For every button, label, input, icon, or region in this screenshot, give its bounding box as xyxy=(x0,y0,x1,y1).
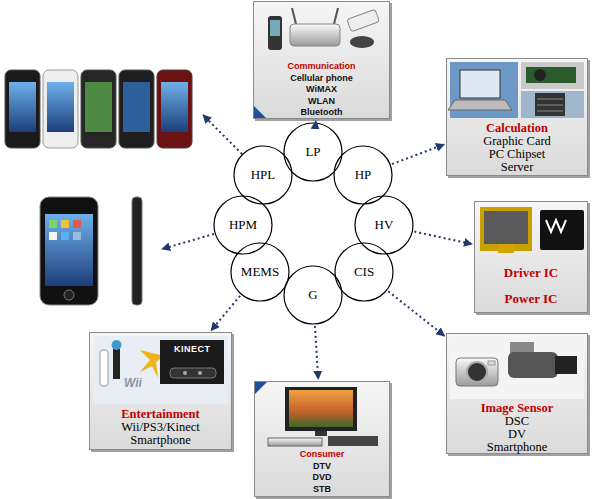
node-heading: Consumer xyxy=(255,449,389,461)
leader-arrow xyxy=(162,234,214,249)
photo-label: KINECT xyxy=(174,344,211,354)
smartphone-row xyxy=(157,70,192,148)
node-text: DTV xyxy=(255,461,389,473)
dotted-arrow xyxy=(388,291,444,336)
dotted-arrow xyxy=(315,326,318,379)
node-heading: Image Sensor xyxy=(447,402,587,415)
node-text: PC Chipset xyxy=(447,148,587,161)
node-text: DSC xyxy=(447,415,587,428)
circle-outline xyxy=(355,196,413,254)
iphone-illustration xyxy=(40,197,98,305)
technology-circle: HV xyxy=(354,195,414,255)
node-heading: Calculation xyxy=(447,122,587,135)
node-heading: HPL xyxy=(251,167,276,183)
smartphone-row xyxy=(5,70,192,148)
technology-circle: G xyxy=(283,265,343,325)
iphone-illustration xyxy=(132,197,142,305)
dotted-arrow xyxy=(315,120,317,122)
circle-outline xyxy=(231,243,289,301)
circle-outline xyxy=(284,123,342,181)
node-heading: Entertainment xyxy=(90,408,231,421)
circle-outline xyxy=(334,146,392,204)
iphone-illustration xyxy=(73,232,81,240)
dotted-arrow xyxy=(211,296,240,331)
circle-outline xyxy=(284,266,342,324)
iphone-illustration xyxy=(73,220,81,228)
node-text: DVD xyxy=(255,472,389,484)
node-text: Smartphone xyxy=(447,441,587,454)
circle-outline xyxy=(234,146,292,204)
smartphone-row xyxy=(5,70,40,148)
application-box: CommunicationCellular phoneWiMAXWLANBlue… xyxy=(253,1,390,119)
smartphone-row xyxy=(81,70,116,148)
circle-outline xyxy=(335,243,393,301)
smartphone-row xyxy=(123,82,150,132)
technology-circle: CIS xyxy=(334,242,394,302)
dotted-arrow xyxy=(392,144,444,164)
node-text: Smartphone xyxy=(90,434,231,447)
application-box: ConsumerDTVDVDSTB xyxy=(254,381,390,497)
node-heading: HPM xyxy=(229,217,257,233)
node-text: WiMAX xyxy=(254,84,389,96)
circle-outline xyxy=(214,196,272,254)
iphone-illustration xyxy=(49,232,57,240)
application-box: Driver ICPower IC xyxy=(474,201,588,313)
node-heading: LP xyxy=(305,144,320,160)
dotted-arrow xyxy=(414,232,472,245)
smartphone-row xyxy=(9,82,36,132)
node-heading: HV xyxy=(375,217,394,233)
node-heading: MEMS xyxy=(241,264,279,280)
node-text: Power IC xyxy=(475,286,587,312)
node-text: WLAN xyxy=(254,96,389,108)
application-box: EntertainmentWii/PS3/KinectSmartphone xyxy=(89,332,232,450)
node-text: DV xyxy=(447,428,587,441)
node-text: Server xyxy=(447,161,587,174)
smartphone-row xyxy=(161,82,188,132)
node-heading: G xyxy=(308,287,317,303)
leader-arrow xyxy=(203,115,242,154)
technology-circle: MEMS xyxy=(230,242,290,302)
node-heading: HP xyxy=(355,167,372,183)
node-text: Graphic Card xyxy=(447,135,587,148)
node-heading: CIS xyxy=(354,264,374,280)
application-box: CalculationGraphic CardPC ChipsetServer xyxy=(446,58,588,176)
iphone-illustration xyxy=(64,290,74,300)
photo-label: Wii xyxy=(124,376,142,390)
smartphone-row xyxy=(43,70,78,148)
smartphone-row xyxy=(119,70,154,148)
node-text: Bluetooth xyxy=(254,107,389,119)
iphone-illustration xyxy=(45,214,93,286)
node-heading: Driver IC xyxy=(475,260,587,286)
node-text: Wii/PS3/Kinect xyxy=(90,421,231,434)
smartphone-row xyxy=(47,82,74,132)
iphone-illustration xyxy=(40,197,142,305)
node-text: Cellular phone xyxy=(254,73,389,85)
node-text: STB xyxy=(255,484,389,496)
technology-circle: HPM xyxy=(213,195,273,255)
iphone-illustration xyxy=(49,220,57,228)
application-box: Image SensorDSCDVSmartphone xyxy=(446,333,588,454)
smartphone-row xyxy=(85,82,112,132)
iphone-illustration xyxy=(61,220,69,228)
iphone-illustration xyxy=(61,232,69,240)
node-heading: Communication xyxy=(254,61,389,73)
